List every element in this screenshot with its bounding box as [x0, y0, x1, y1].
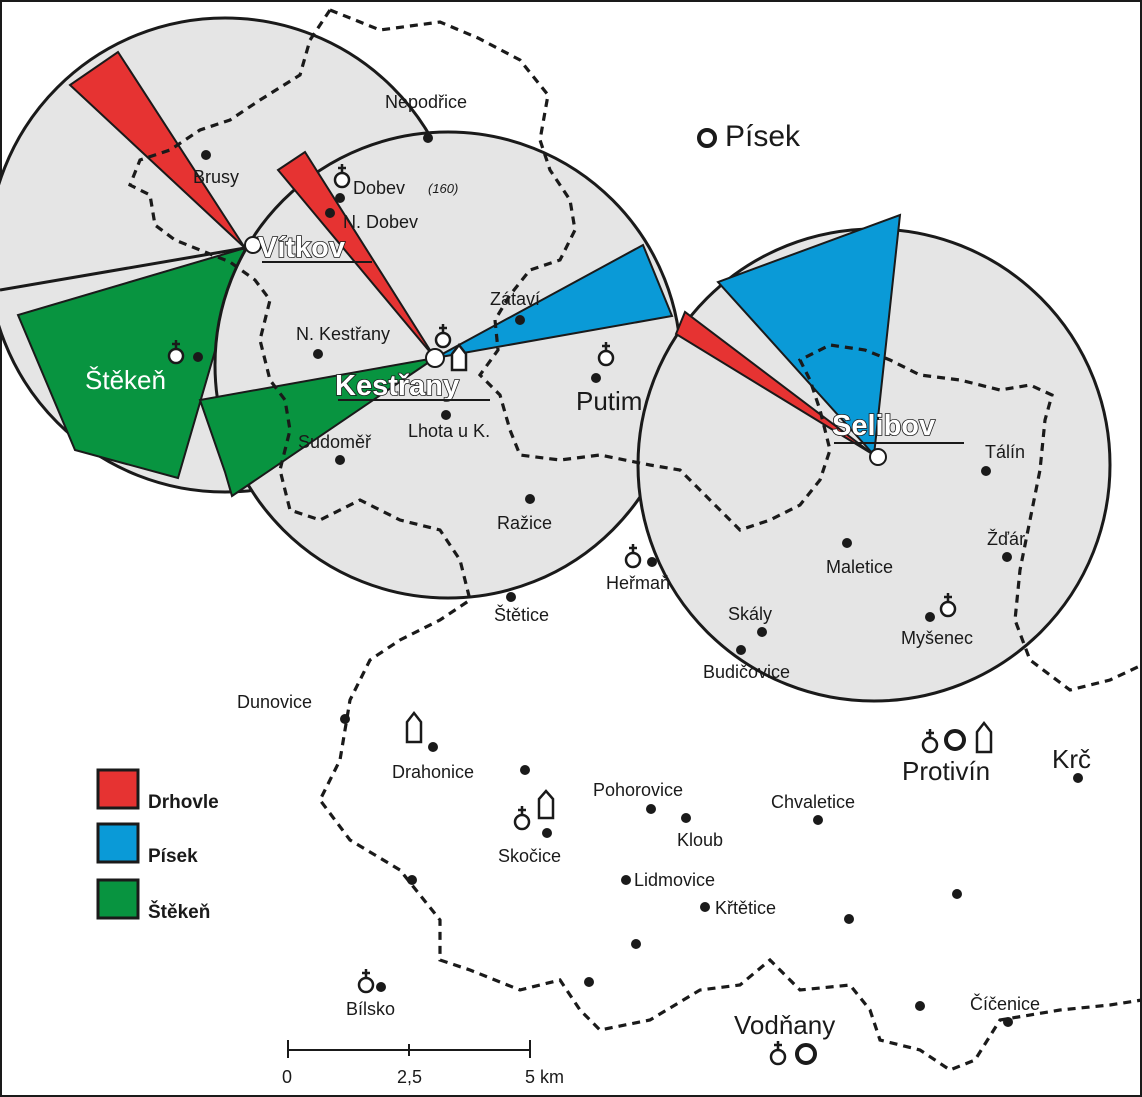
- church-icon: [939, 593, 957, 618]
- town-label-pisek: Písek: [725, 120, 801, 153]
- villages: Nepodřice Brusy Dobev (160) N. Dobev N. …: [193, 92, 1040, 1027]
- scale-tick-mid: 2,5: [397, 1067, 422, 1087]
- village-dobev-note: (160): [428, 181, 458, 196]
- church-icon: [624, 544, 642, 569]
- village-lhota: Lhota u K.: [408, 421, 490, 441]
- village-n-dobev: N. Dobev: [343, 212, 418, 232]
- village-maletice: Maletice: [826, 557, 893, 577]
- selibov-viewpoint: [869, 448, 887, 466]
- legend-swatch-stekan: [96, 878, 140, 920]
- village-skaly: Skály: [728, 604, 772, 624]
- village-lidmovice: Lidmovice: [634, 870, 715, 890]
- village-n-kestrany: N. Kestřany: [296, 324, 390, 344]
- legend-label-stekan: Štěkeň: [148, 901, 210, 923]
- selibov-sector-pisek: [716, 213, 902, 458]
- village-nepodrice: Nepodřice: [385, 92, 467, 112]
- church-icon: [434, 324, 452, 349]
- town-label-krc: Krč: [1052, 744, 1091, 774]
- selibov-sector-drhovle: [674, 310, 875, 456]
- kestrany-sector-drhovle: [276, 150, 436, 359]
- village-dobev: Dobev: [353, 178, 405, 198]
- chapel-icon: [975, 720, 993, 754]
- legend-swatch-drhovle: [96, 768, 140, 810]
- chapel-icon: [405, 710, 423, 744]
- town-marker-pisek: [697, 128, 717, 148]
- village-chvaletice: Chvaletice: [771, 792, 855, 812]
- centre-label-selibov: Selibov: [832, 410, 935, 442]
- town-marker-protivin: [944, 729, 966, 751]
- kestrany-sector-pisek: [434, 243, 674, 359]
- village-brusy: Brusy: [193, 167, 239, 187]
- village-zdar: Žďár: [987, 529, 1025, 549]
- village-skocice: Skočice: [498, 846, 561, 866]
- church-icon: [357, 969, 375, 994]
- centre-label-vitkov: Vítkov: [258, 232, 345, 264]
- village-bilsko: Bílsko: [346, 999, 395, 1019]
- centre-label-kestrany: Kestřany: [335, 370, 459, 402]
- town-label-stekan: Štěkeň: [85, 365, 166, 395]
- village-dot-krc: [1073, 773, 1083, 783]
- church-icon: [513, 806, 531, 831]
- church-icon: [597, 342, 615, 367]
- village-hermane: Heřmaň: [606, 573, 670, 593]
- vitkov-viewpoint: [244, 236, 262, 254]
- village-dunovice: Dunovice: [237, 692, 312, 712]
- village-stetice: Štětice: [494, 604, 549, 625]
- village-krtetice: Křtětice: [715, 898, 776, 918]
- village-budicevice: Budičovice: [703, 662, 790, 682]
- village-cicenice: Číčenice: [970, 993, 1040, 1014]
- church-symbols: [167, 164, 993, 1066]
- village-dot-putim: [591, 373, 601, 383]
- kestrany-sector-stekan: [198, 357, 436, 498]
- vitkov-sector-drhovle: [68, 50, 246, 249]
- village-dot-stekan: [193, 352, 203, 362]
- church-icon: [333, 164, 351, 189]
- legend-label-pisek: Písek: [148, 846, 198, 867]
- chapel-icon: [537, 789, 555, 820]
- district-border: [329, 8, 1142, 692]
- scale-bar: 0 2,5 5 km: [282, 1040, 564, 1087]
- village-drahonice: Drahonice: [392, 762, 474, 782]
- town-label-putim: Putim: [576, 386, 642, 416]
- village-sudomer: Sudoměř: [298, 432, 372, 452]
- town-marker-vodnany: [795, 1043, 817, 1065]
- legend: Drhovle Písek Štěkeň: [96, 768, 219, 923]
- town-label-protivin: Protivín: [902, 756, 990, 786]
- kestrany-viewpoint: [425, 348, 445, 368]
- village-razice: Ražice: [497, 513, 552, 533]
- village-talin: Tálín: [985, 442, 1025, 462]
- scale-tick-end: 5 km: [525, 1067, 564, 1087]
- church-icon: [167, 340, 185, 365]
- chapel-icon: [450, 342, 468, 372]
- village-zatavi: Zátaví: [490, 289, 540, 309]
- scale-tick-0: 0: [282, 1067, 292, 1087]
- legend-label-drhovle: Drhovle: [148, 792, 219, 813]
- legend-swatch-pisek: [96, 822, 140, 864]
- church-icon: [921, 729, 939, 754]
- village-pohorovice: Pohorovice: [593, 780, 683, 800]
- village-kloub: Kloub: [677, 830, 723, 850]
- church-icon: [769, 1041, 787, 1066]
- town-label-vodnany: Vodňany: [734, 1010, 835, 1040]
- village-mysenec: Myšenec: [901, 628, 973, 648]
